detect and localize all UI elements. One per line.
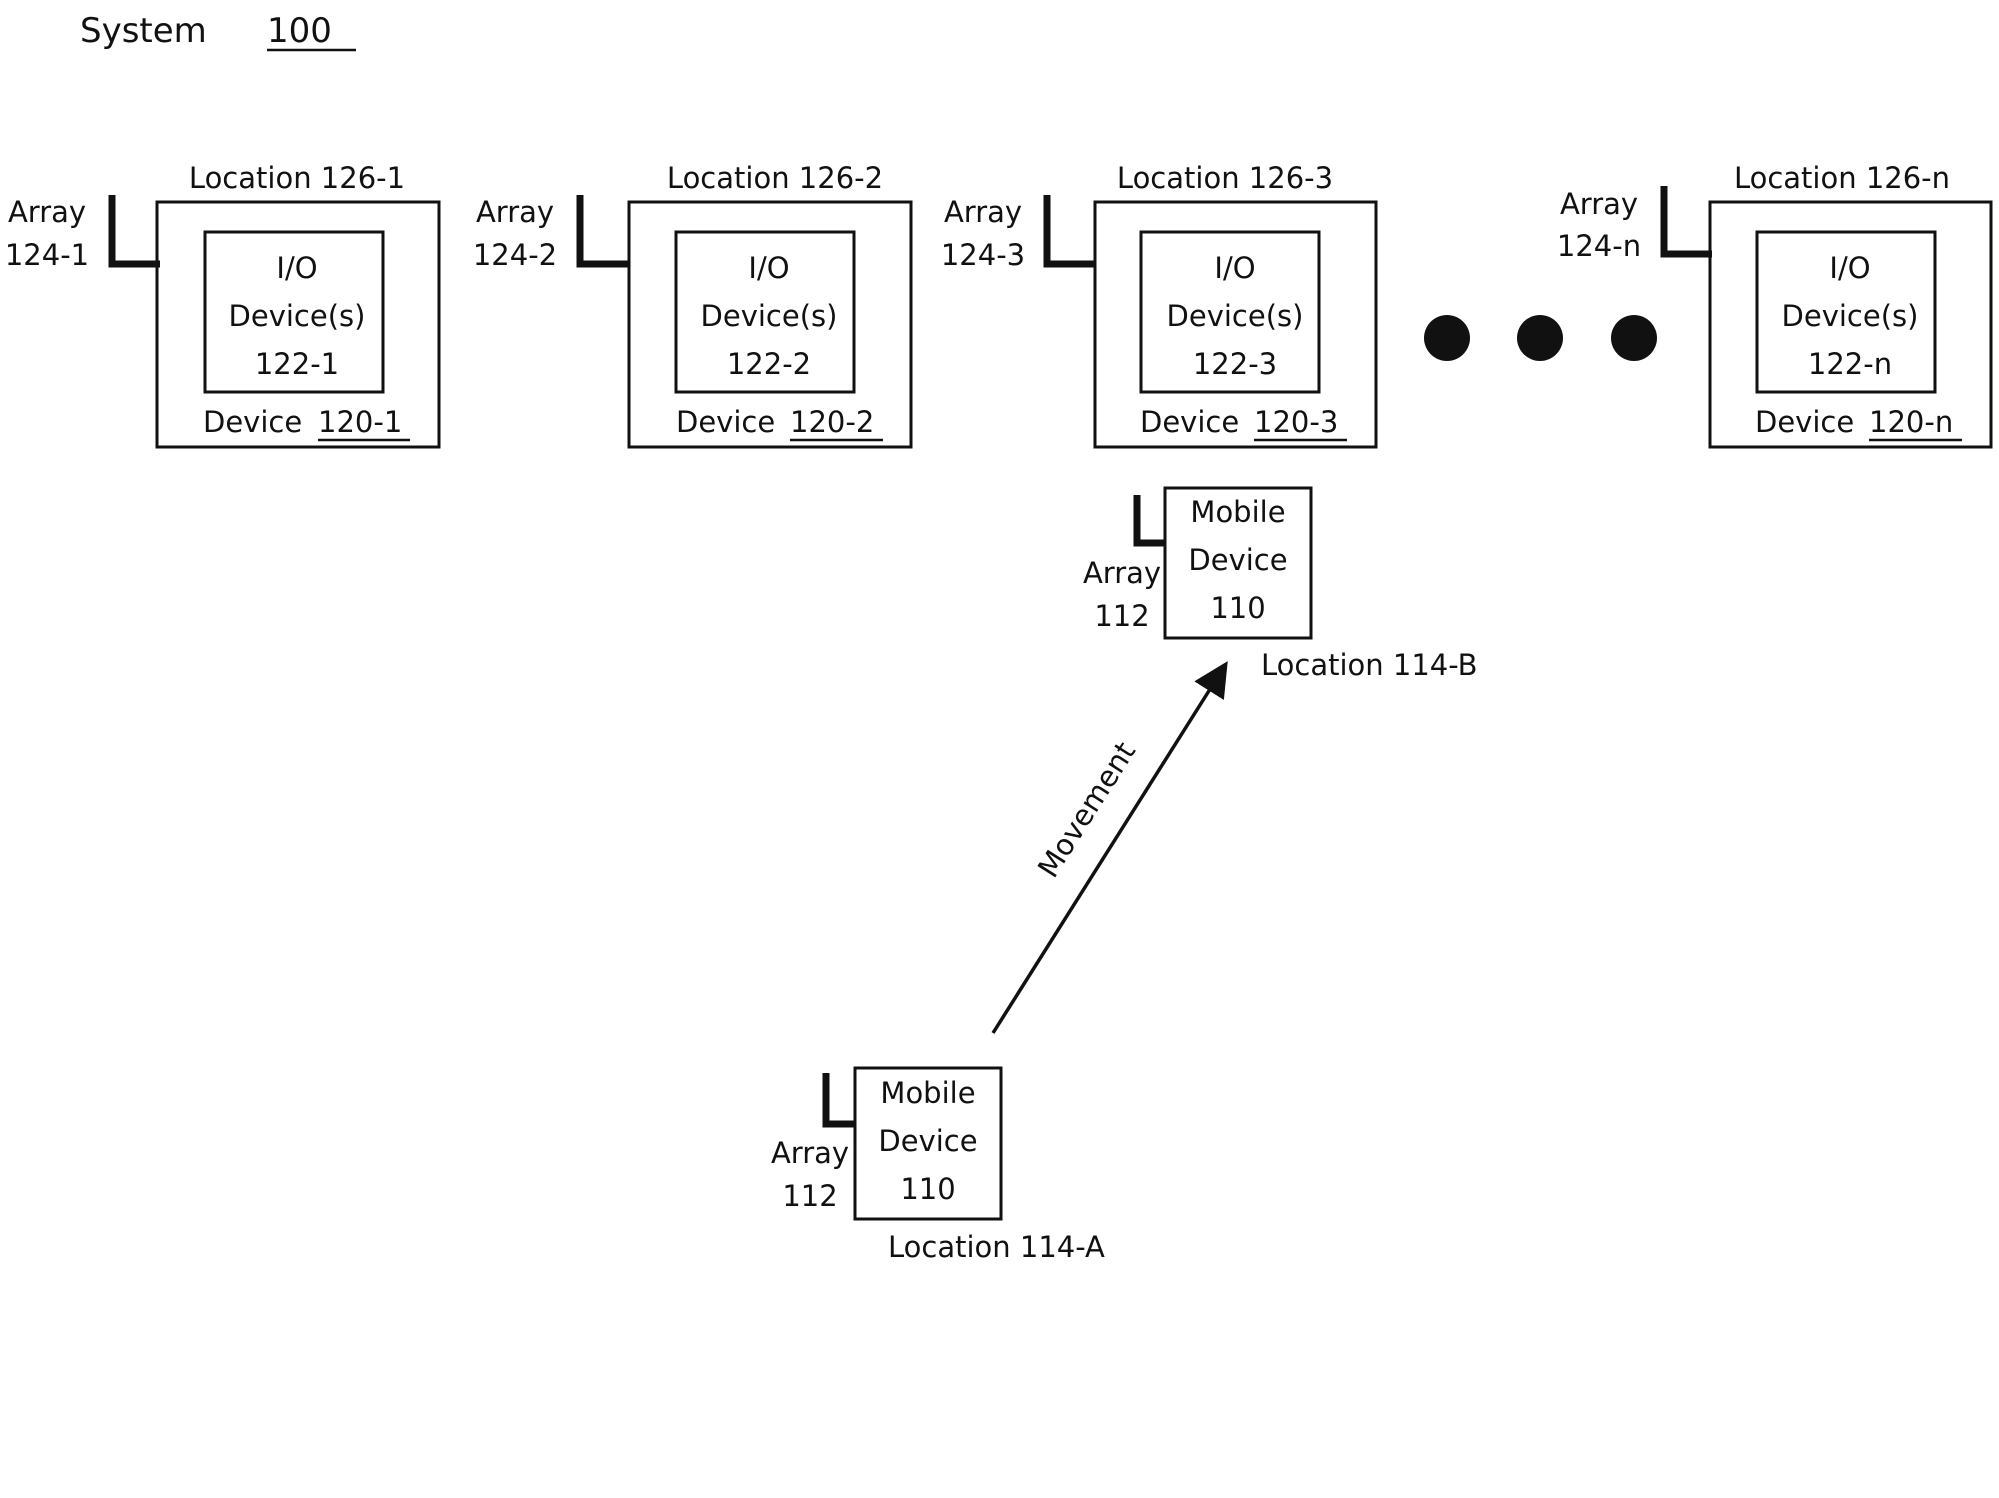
title-prefix: System — [80, 11, 207, 51]
antenna-array-icon — [822, 1073, 856, 1128]
device-label-prefix: Device — [203, 405, 302, 439]
array-label-line2: 124-1 — [5, 238, 89, 272]
antenna-array-icon — [576, 195, 628, 268]
io-label-line3: 122-n — [1808, 347, 1892, 381]
ellipsis-dot — [1424, 315, 1470, 361]
ellipsis-dot — [1611, 315, 1657, 361]
device-box — [1708, 200, 1993, 449]
location-label: Location 126-2 — [667, 161, 883, 195]
mobile-device-box — [1163, 486, 1313, 640]
io-label-line2: Device(s) — [1167, 299, 1304, 333]
device-label-ref: 120-1 — [318, 405, 402, 439]
movement-arrow: Movement — [991, 661, 1228, 1034]
mobile-device-box — [853, 1066, 1003, 1221]
io-label-line1: I/O — [1829, 251, 1870, 285]
mobile-label-line3: 110 — [1210, 591, 1265, 625]
array-label-line2: 124-n — [1557, 229, 1641, 263]
device-group-120-2: Location 126-2 Array 124-2 I/O Device(s)… — [473, 161, 913, 449]
mobile-label-line1: Mobile — [1190, 495, 1285, 529]
location-label: Location 126-3 — [1117, 161, 1333, 195]
title-ref: 100 — [267, 11, 332, 51]
io-label-line1: I/O — [748, 251, 789, 285]
location-label: Location 126-1 — [189, 161, 405, 195]
array-label-line1: Array — [8, 195, 86, 229]
io-device-box — [203, 230, 385, 394]
mobile-location-label: Location 114-B — [1261, 648, 1478, 682]
device-label-ref: 120-2 — [790, 405, 874, 439]
device-box — [1093, 200, 1378, 449]
io-label-line1: I/O — [276, 251, 317, 285]
antenna-array-icon — [1133, 495, 1166, 547]
io-label-line3: 122-2 — [727, 347, 811, 381]
device-box — [627, 200, 913, 449]
device-group-120-1: Location 126-1 Array 124-1 I/O Device(s)… — [5, 161, 441, 449]
antenna-array-icon — [1660, 186, 1712, 258]
mobile-label-line3: 110 — [900, 1172, 955, 1206]
array-label-line2: 124-3 — [941, 238, 1025, 272]
movement-label: Movement — [1031, 736, 1142, 884]
device-label-prefix: Device — [1755, 405, 1854, 439]
io-device-box — [1139, 230, 1321, 394]
array-label-line2: 112 — [1094, 599, 1149, 633]
device-group-120-n: Location 126-n Array 124-n I/O Device(s)… — [1557, 161, 1993, 449]
antenna-array-icon — [108, 195, 160, 268]
device-label-prefix: Device — [676, 405, 775, 439]
array-label-line1: Array — [771, 1136, 849, 1170]
ellipsis-dots — [1424, 315, 1657, 361]
array-label-line1: Array — [476, 195, 554, 229]
mobile-label-line1: Mobile — [880, 1076, 975, 1110]
io-label-line2: Device(s) — [229, 299, 366, 333]
array-label-line2: 124-2 — [473, 238, 557, 272]
mobile-device-location-a: Mobile Device 110 Array 112 Location 114… — [771, 1066, 1105, 1264]
device-box — [155, 200, 441, 449]
array-label-line1: Array — [944, 195, 1022, 229]
array-label-line2: 112 — [782, 1179, 837, 1213]
io-label-line3: 122-3 — [1193, 347, 1277, 381]
array-label-line1: Array — [1560, 187, 1638, 221]
antenna-array-icon — [1043, 195, 1096, 268]
device-label-ref: 120-n — [1869, 405, 1953, 439]
location-label: Location 126-n — [1734, 161, 1950, 195]
device-label-prefix: Device — [1140, 405, 1239, 439]
mobile-label-line2: Device — [1188, 543, 1287, 577]
device-label-ref: 120-3 — [1254, 405, 1338, 439]
figure-title: System 100 — [80, 11, 356, 52]
mobile-label-line2: Device — [878, 1124, 977, 1158]
io-label-line1: I/O — [1214, 251, 1255, 285]
array-label-line1: Array — [1083, 556, 1161, 590]
io-device-box — [1755, 230, 1937, 394]
mobile-location-label: Location 114-A — [888, 1230, 1105, 1264]
io-device-box — [674, 230, 856, 394]
io-label-line3: 122-1 — [255, 347, 339, 381]
device-group-120-3: Location 126-3 Array 124-3 I/O Device(s)… — [941, 161, 1378, 449]
io-label-line2: Device(s) — [1782, 299, 1919, 333]
mobile-device-location-b: Mobile Device 110 Array 112 Location 114… — [1083, 486, 1478, 682]
ellipsis-dot — [1517, 315, 1563, 361]
io-label-line2: Device(s) — [701, 299, 838, 333]
movement-arrow-line — [991, 661, 1228, 1034]
